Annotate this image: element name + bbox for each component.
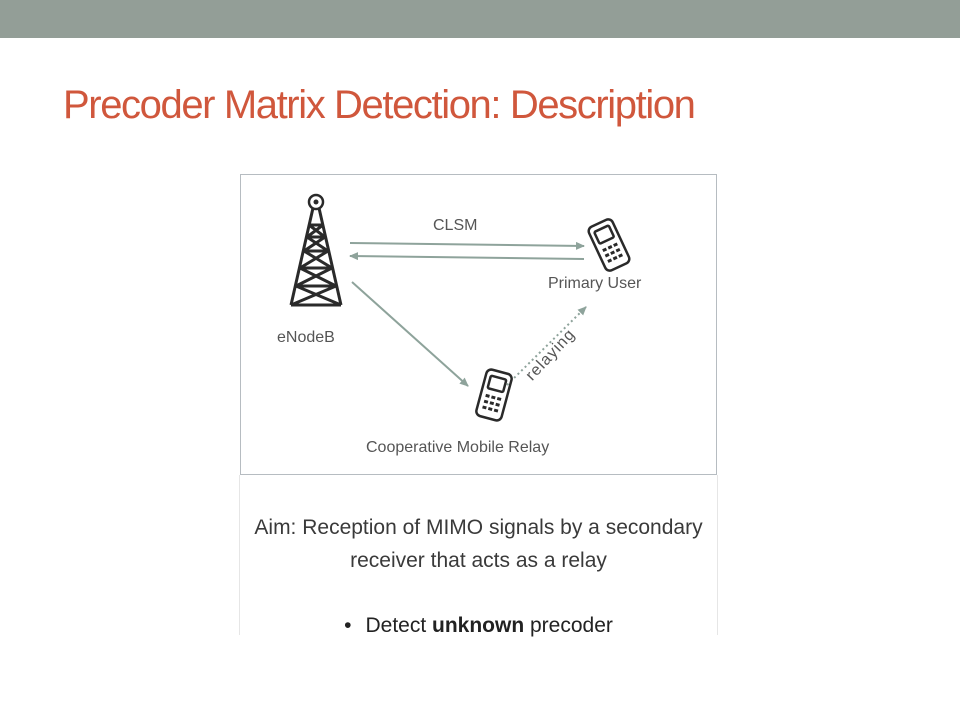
bullet-marker: • [344,614,352,637]
bullet-suffix: precoder [524,614,613,637]
clsm-label: CLSM [433,217,478,234]
description-panel: Aim: Reception of MIMO signals by a seco… [240,475,717,638]
relaying-label: relaying [523,326,579,384]
cell-tower-icon [289,193,343,307]
diagram-canvas: relaying [289,193,631,422]
mobile-phone-icon [475,368,513,422]
enodeb-label: eNodeB [277,329,335,346]
enodeb-to-relay-arrow [351,281,469,387]
relay-label: Cooperative Mobile Relay [366,439,550,456]
clsm-feedback-arrow [349,252,585,261]
bullet-prefix: Detect [365,614,432,637]
relaying-arrow [506,306,587,386]
slide-title: Precoder Matrix Detection: Description [63,83,696,127]
aim-text: Aim: Reception of MIMO signals by a seco… [254,516,703,572]
bullet-emphasis: unknown [432,614,525,637]
clsm-forward-arrow [349,241,585,250]
network-diagram: relaying CLSM Primary User eNodeB Cooper… [240,174,717,475]
mobile-phone-icon [587,218,631,272]
top-bar [0,0,960,38]
bullet-item: • Detect unknown precoder [240,614,717,638]
primary-user-label: Primary User [548,275,642,292]
